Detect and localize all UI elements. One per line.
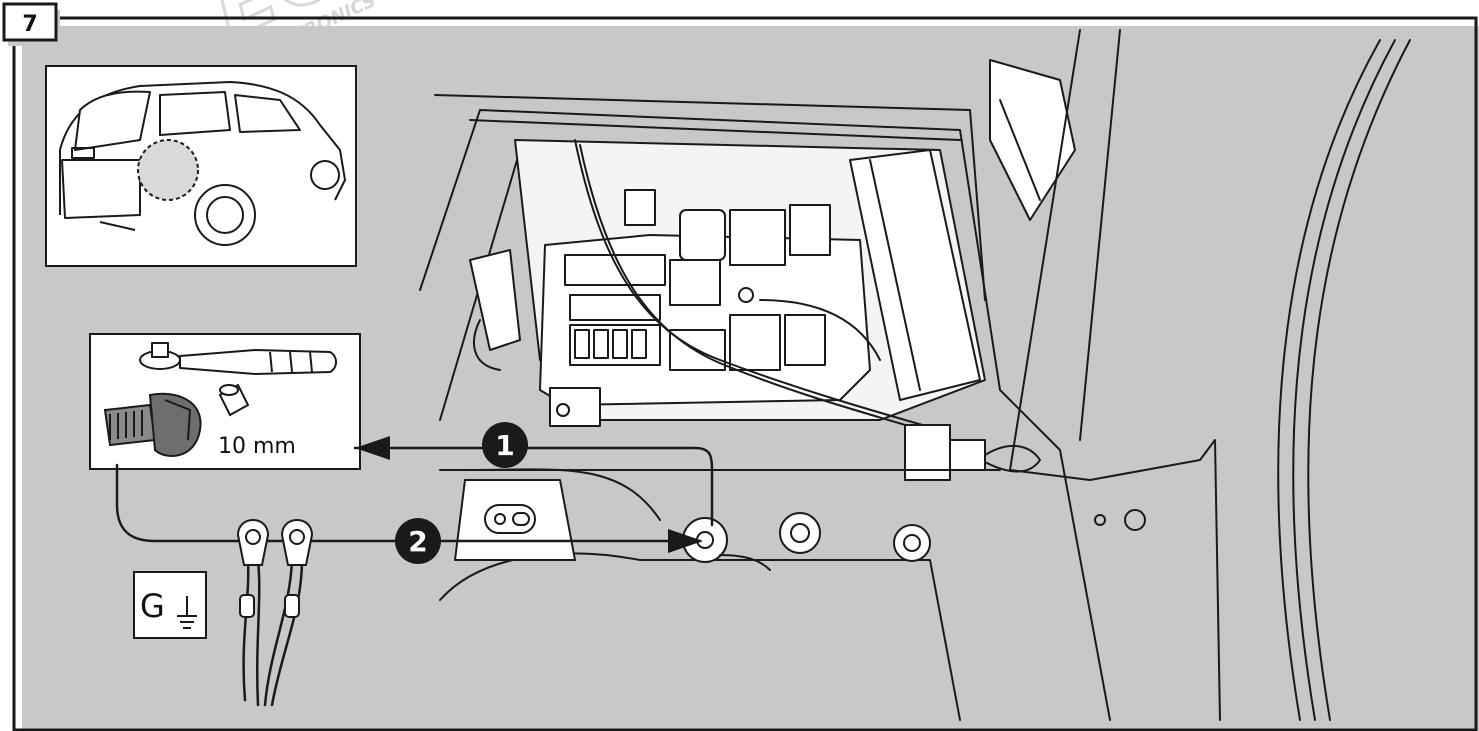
relay [669,329,726,371]
ground-wire [719,554,771,571]
connection-line [518,446,714,527]
body-nut-center [790,523,810,543]
wire-loop [984,444,1041,473]
duct-line [869,159,921,391]
tool-inset: 10 mm [89,333,366,475]
relay [729,209,786,266]
side-panel-outline [419,109,1111,721]
body-nut-center [903,534,921,552]
cable-loop [473,319,501,371]
step-badge [2,2,58,42]
lead-wire [270,558,304,707]
car-rear-icon [59,81,346,246]
tie-down-slot [484,504,536,534]
fuse-box-bolt [738,287,754,303]
loom-connector [904,424,951,481]
fuse [631,329,647,359]
lead-wire [263,558,294,707]
relay [729,314,781,371]
pillar-line [1079,29,1121,441]
lead-wire [242,558,250,702]
step-number: 7 [22,12,37,37]
tie-down-hole [494,513,506,525]
diagram-frame [12,16,1478,731]
relay [669,259,721,306]
arrow-head [355,436,390,460]
callout-number: 1 [495,429,514,462]
body-nut [893,524,931,562]
ratchet-wrench-icon [139,342,337,375]
fuse [593,329,609,359]
vehicle-inset [45,65,362,272]
door-seal [1292,39,1396,721]
callout-2: 2 [395,518,441,564]
ground-leads [115,446,714,707]
wiring-harness [574,139,941,431]
wiring-harness [579,144,943,437]
wire [759,299,881,361]
connection-line [115,463,702,543]
callout-number: 2 [408,525,427,558]
bracket-nut [556,403,570,417]
cable-duct [849,149,981,401]
vent-grille [989,59,1076,221]
ground-box [133,571,207,639]
trim-line [469,119,961,141]
connector-block [469,249,521,351]
lead-wire [255,558,261,707]
loom-connector-mate [949,439,986,471]
socket-icon [218,383,250,417]
relay [679,209,726,261]
relay [624,189,656,226]
pillar-hole [1124,509,1146,531]
fuse [612,329,628,359]
bolt-icon [103,392,202,457]
tool-size-label: 10 mm [218,434,296,459]
fuse-row [569,324,661,366]
fuse-row [569,294,661,321]
fuse [574,329,590,359]
ground-symbol-icon: G [133,571,212,648]
ring-terminal-icon [236,519,314,618]
door-seal [1277,39,1381,721]
body-nut [779,512,821,554]
tie-down-hole [512,512,530,526]
door-seal [1307,39,1411,721]
callout-1: 1 [482,422,528,468]
ground-label: G [140,587,165,625]
arrow-head [668,529,703,553]
relay [789,204,831,256]
vent-line [999,99,1041,201]
trunk-illustration [419,29,1411,721]
pillar-outline [1009,29,1221,721]
relay [784,314,826,366]
upper-trim [434,94,986,301]
pillar-hole [1094,514,1106,526]
panel-curve [469,468,661,521]
